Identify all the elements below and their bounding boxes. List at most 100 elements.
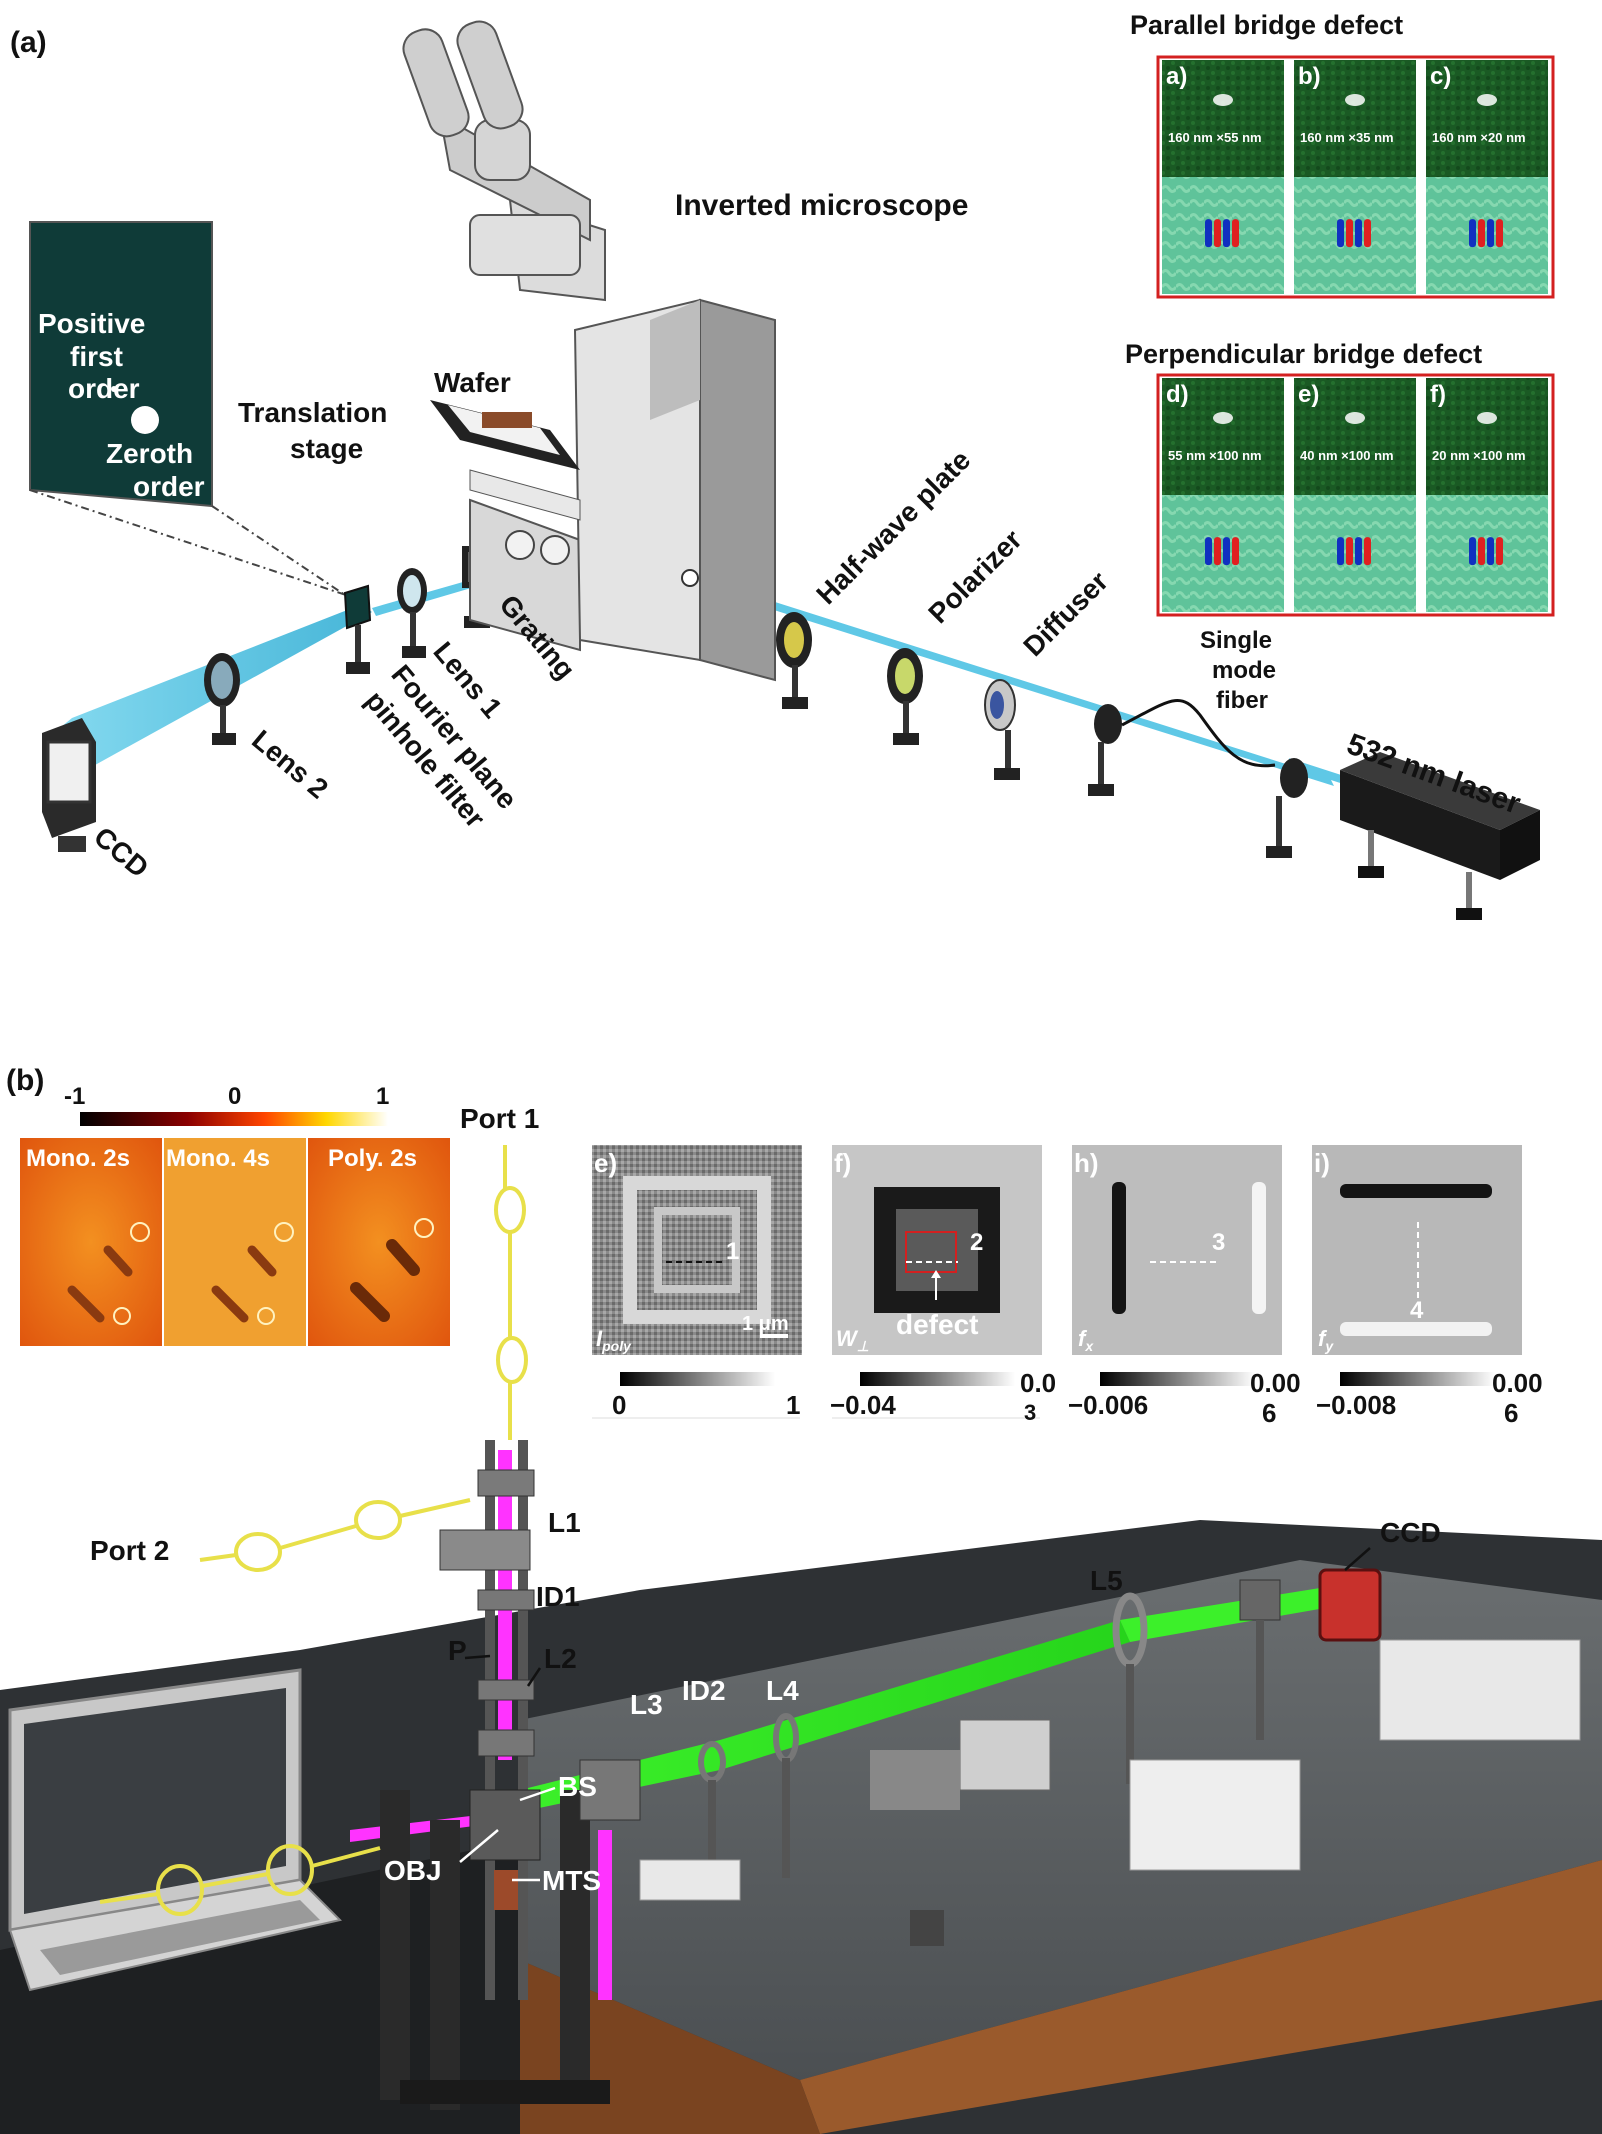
defect-band xyxy=(1337,537,1344,566)
defect-image-top xyxy=(1162,378,1284,495)
cb-h-max2: 6 xyxy=(1262,1398,1276,1428)
label-wafer: Wafer xyxy=(434,367,511,398)
ccd-camera xyxy=(42,718,96,852)
defect-band xyxy=(1487,219,1494,248)
label-inverted-microscope: Inverted microscope xyxy=(675,189,968,222)
label-mode: mode xyxy=(1212,657,1276,684)
defect-spot xyxy=(1213,94,1233,106)
defect-band xyxy=(1364,219,1371,248)
label-mono-2s: Mono. 2s xyxy=(26,1145,130,1172)
cb-h-max: 0.00 xyxy=(1250,1368,1301,1398)
speckle-colorbar xyxy=(80,1112,388,1126)
defect-image-top xyxy=(1294,378,1416,495)
label-stage: stage xyxy=(290,433,363,464)
cb-f-max: 0.0 xyxy=(1020,1368,1056,1398)
defect-band xyxy=(1232,219,1239,248)
result-images xyxy=(592,1145,1522,1355)
half-wave-plate xyxy=(776,612,812,709)
defect-band xyxy=(1487,537,1494,566)
panel-a-tag: (a) xyxy=(10,26,47,59)
fiber-coupler-2 xyxy=(1266,758,1308,858)
cb-i-min: −0.008 xyxy=(1316,1390,1396,1420)
cb-f-min: −0.04 xyxy=(830,1390,896,1420)
tag-f: f) xyxy=(834,1148,851,1178)
ccd-b xyxy=(1318,1568,1382,1642)
cb-e-max: 1 xyxy=(786,1390,800,1420)
defect-tag: c) xyxy=(1430,63,1451,90)
tag-e: e) xyxy=(594,1148,617,1178)
inset-label-zeroth: Zeroth xyxy=(106,438,193,469)
defect-band xyxy=(1205,537,1212,566)
defect-size-label: 160 nm ×35 nm xyxy=(1300,130,1394,145)
laser-532 xyxy=(1340,752,1540,920)
lens-2 xyxy=(204,653,240,745)
label-BS: BS xyxy=(558,1771,597,1802)
speckle-images: Mono. 2s Mono. 4s Poly. 2s xyxy=(20,1138,450,1346)
defect-image-top xyxy=(1294,60,1416,177)
corner-label-i: fy xyxy=(1318,1326,1334,1354)
fourier-pinhole xyxy=(343,584,372,674)
defect-band xyxy=(1346,537,1353,566)
defect-image-top xyxy=(1426,378,1548,495)
defect-spot xyxy=(1345,94,1365,106)
defect-images: a)160 nm ×55 nmb)160 nm ×35 nmc)160 nm ×… xyxy=(1162,60,1548,612)
defect-spot xyxy=(1345,412,1365,424)
tag-i: i) xyxy=(1314,1148,1330,1178)
defect-size-label: 55 nm ×100 nm xyxy=(1168,448,1262,463)
label-ccd-a: CCD xyxy=(88,821,154,884)
defect-tag: a) xyxy=(1166,63,1187,90)
defect-band xyxy=(1214,537,1221,566)
label-translation: Translation xyxy=(238,397,387,428)
wafer-sample xyxy=(482,412,532,428)
inset-label-order2: order xyxy=(133,471,205,502)
defect-tag: b) xyxy=(1298,63,1321,90)
magenta-beam-lower xyxy=(598,1830,612,2000)
defect-size-label: 40 nm ×100 nm xyxy=(1300,448,1394,463)
inset-label-order1: order xyxy=(68,373,140,404)
gray-colorbars xyxy=(592,1372,1495,1419)
label-MTS: MTS xyxy=(542,1865,601,1896)
cb-e-min: 0 xyxy=(612,1390,626,1420)
scale-bar-label: 1 μm xyxy=(742,1313,789,1335)
polarizer xyxy=(887,648,923,745)
defect-image-top xyxy=(1426,60,1548,177)
marker-4: 4 xyxy=(1410,1297,1424,1324)
label-L4: L4 xyxy=(766,1675,799,1706)
defect-band xyxy=(1232,537,1239,566)
defect-band xyxy=(1469,537,1476,566)
corner-label-f: W⊥ xyxy=(836,1326,869,1354)
microscope-tower xyxy=(380,1440,610,2110)
defect-tag: f) xyxy=(1430,381,1446,408)
label-port2: Port 2 xyxy=(90,1535,169,1566)
fiber-coupler-1 xyxy=(1088,704,1122,796)
laptop xyxy=(8,1668,342,1992)
defect-band xyxy=(1496,537,1503,566)
colorbar-max: 1 xyxy=(376,1083,389,1110)
marker-1: 1 xyxy=(726,1238,739,1265)
defect-band xyxy=(1496,219,1503,248)
defect-tag: e) xyxy=(1298,381,1319,408)
label-L3: L3 xyxy=(630,1689,663,1720)
label-L2: L2 xyxy=(544,1643,577,1674)
colorbar-min: -1 xyxy=(64,1083,85,1110)
defect-band xyxy=(1337,219,1344,248)
label-poly-2s: Poly. 2s xyxy=(328,1145,417,1172)
label-port1: Port 1 xyxy=(460,1103,539,1134)
defect-spot xyxy=(1213,412,1233,424)
defect-band xyxy=(1205,219,1212,248)
lens-1 xyxy=(397,568,427,658)
cb-f-max2: 3 xyxy=(1024,1400,1036,1425)
inverted-microscope xyxy=(402,20,776,682)
label-P: P xyxy=(448,1635,467,1666)
defect-band xyxy=(1223,219,1230,248)
label-L5: L5 xyxy=(1090,1565,1123,1596)
image-i xyxy=(1312,1145,1522,1355)
marker-3: 3 xyxy=(1212,1229,1225,1256)
defect-spot xyxy=(1477,412,1497,424)
title-parallel-defect: Parallel bridge defect xyxy=(1130,10,1403,40)
defect-band xyxy=(1355,537,1362,566)
label-ID1: ID1 xyxy=(536,1581,580,1612)
label-arrows xyxy=(464,1547,1371,1687)
label-defect: defect xyxy=(896,1309,978,1340)
